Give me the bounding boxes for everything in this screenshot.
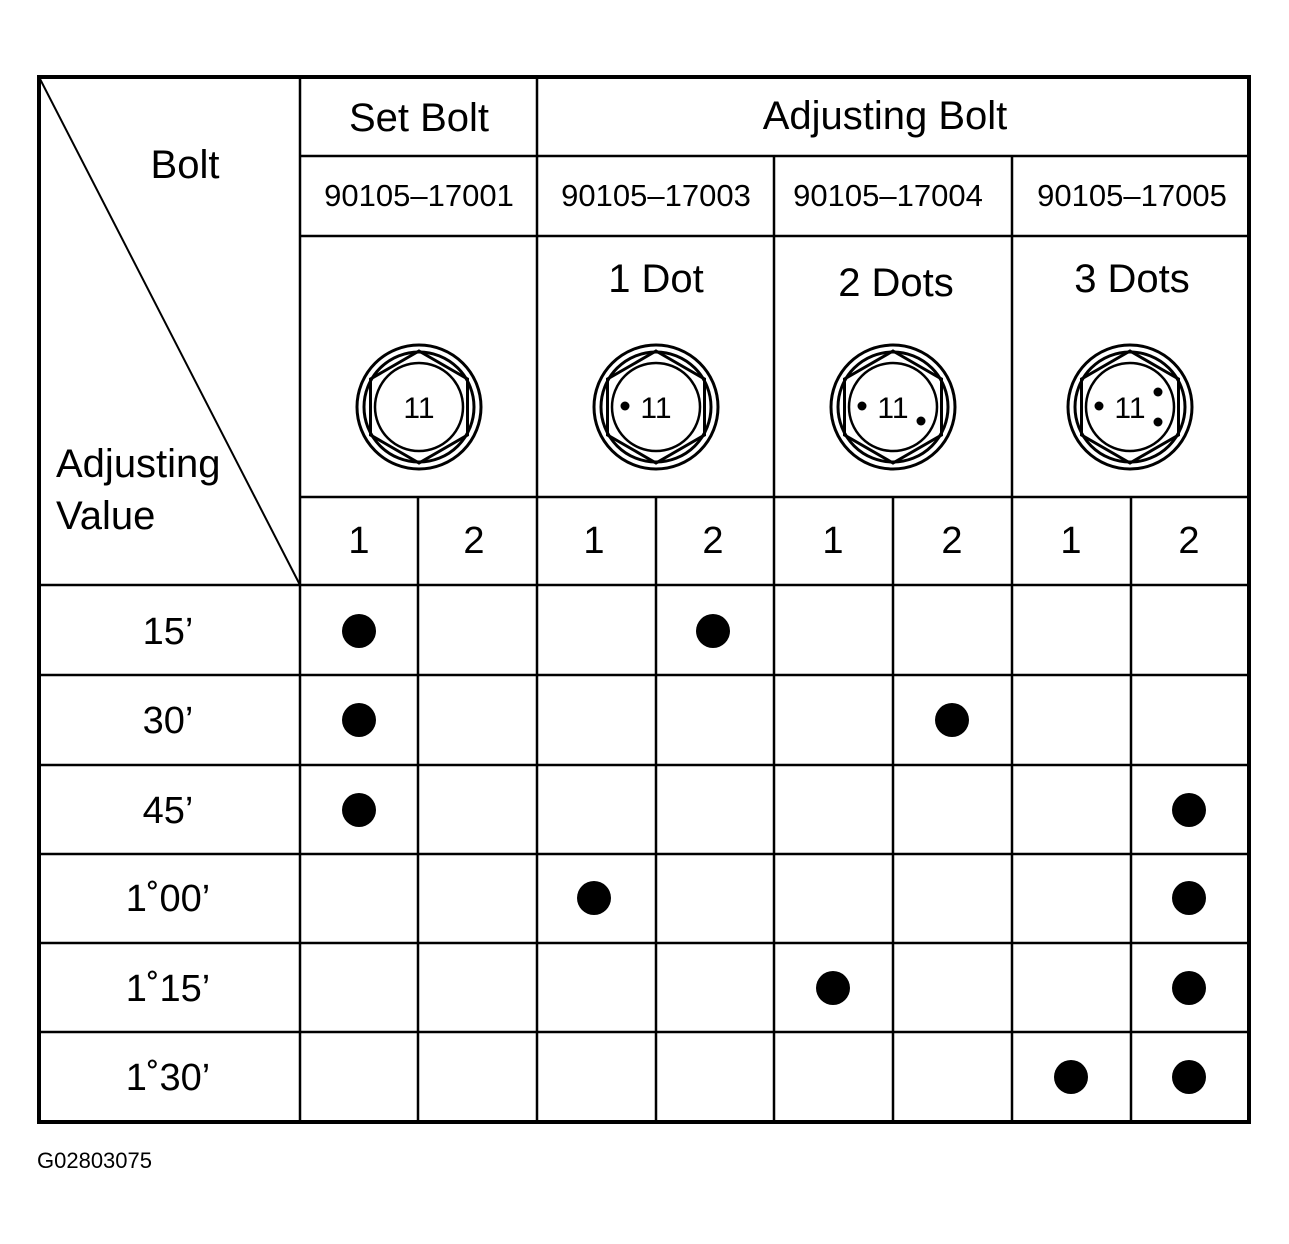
bolt-head-icon: 11	[1066, 343, 1194, 471]
sub-column-number: 1	[1060, 520, 1081, 562]
adjusting-value: 1˚15’	[126, 968, 211, 1010]
corner-diagonal	[38, 76, 301, 586]
sub-column-number: 2	[941, 520, 962, 562]
table-row: 45’	[143, 790, 1206, 832]
bolt-mark-dot	[1094, 401, 1104, 411]
bolt-head-icon: 11	[592, 343, 720, 471]
bolt-head-icon: 11	[355, 343, 483, 471]
bolt-head-number: 11	[403, 392, 434, 425]
selection-dot	[1172, 793, 1206, 827]
selection-dot	[1172, 971, 1206, 1005]
bolt-mark-dot	[857, 401, 867, 411]
sub-column-number: 2	[1178, 520, 1199, 562]
adjusting-bolt-header: Adjusting Bolt	[763, 94, 1008, 138]
bolt-dots-label: 3 Dots	[1074, 257, 1190, 301]
adjusting-value: 45’	[143, 790, 194, 832]
selection-dot	[342, 793, 376, 827]
table-row: 15’	[143, 611, 730, 653]
selection-dot	[696, 614, 730, 648]
adjusting-value: 1˚30’	[126, 1057, 211, 1099]
selection-dot	[1054, 1060, 1088, 1094]
selection-dot	[816, 971, 850, 1005]
table-row: 30’	[143, 700, 969, 742]
bolt-header-label: Bolt	[151, 143, 220, 187]
selection-dot	[1172, 881, 1206, 915]
adjusting-value-label: Adjusting	[56, 442, 221, 486]
bolt-mark-dot	[1153, 387, 1163, 397]
bolt-part-number: 90105–17004	[793, 178, 983, 213]
table-row: 1˚00’	[126, 878, 1206, 920]
sub-column-number: 2	[702, 520, 723, 562]
bolt-part-number: 90105–17001	[324, 178, 514, 213]
bolt-mark-dot	[620, 401, 630, 411]
adjusting-value: 1˚00’	[126, 878, 211, 920]
adjusting-value-label-line2: Value	[56, 494, 155, 538]
selection-dot	[342, 614, 376, 648]
bolt-head-number: 11	[640, 392, 671, 425]
figure-id: G02803075	[37, 1148, 152, 1173]
bolt-dots-label: 2 Dots	[838, 261, 954, 305]
selection-dot	[935, 703, 969, 737]
bolt-head-number: 11	[877, 392, 908, 425]
adjusting-value: 15’	[143, 611, 194, 653]
sub-column-number: 1	[348, 520, 369, 562]
adjusting-value: 30’	[143, 700, 194, 742]
sub-column-number: 1	[822, 520, 843, 562]
bolt-head-icon: 11	[829, 343, 957, 471]
bolt-mark-dot	[1153, 417, 1163, 427]
selection-dot	[1172, 1060, 1206, 1094]
selection-dot	[342, 703, 376, 737]
bolt-part-number: 90105–17005	[1037, 178, 1227, 213]
bolt-dots-label: 1 Dot	[608, 257, 704, 301]
set-bolt-header: Set Bolt	[349, 96, 489, 140]
sub-column-number: 1	[583, 520, 604, 562]
bolt-head-number: 11	[1114, 392, 1145, 425]
bolt-mark-dot	[916, 416, 926, 426]
table-frame	[37, 75, 1251, 1124]
table-row: 1˚30’	[126, 1057, 1206, 1099]
selection-dot	[577, 881, 611, 915]
table-row: 1˚15’	[126, 968, 1206, 1010]
grid-lines	[39, 77, 1249, 1122]
sub-column-number: 2	[463, 520, 484, 562]
bolt-part-number: 90105–17003	[561, 178, 751, 213]
